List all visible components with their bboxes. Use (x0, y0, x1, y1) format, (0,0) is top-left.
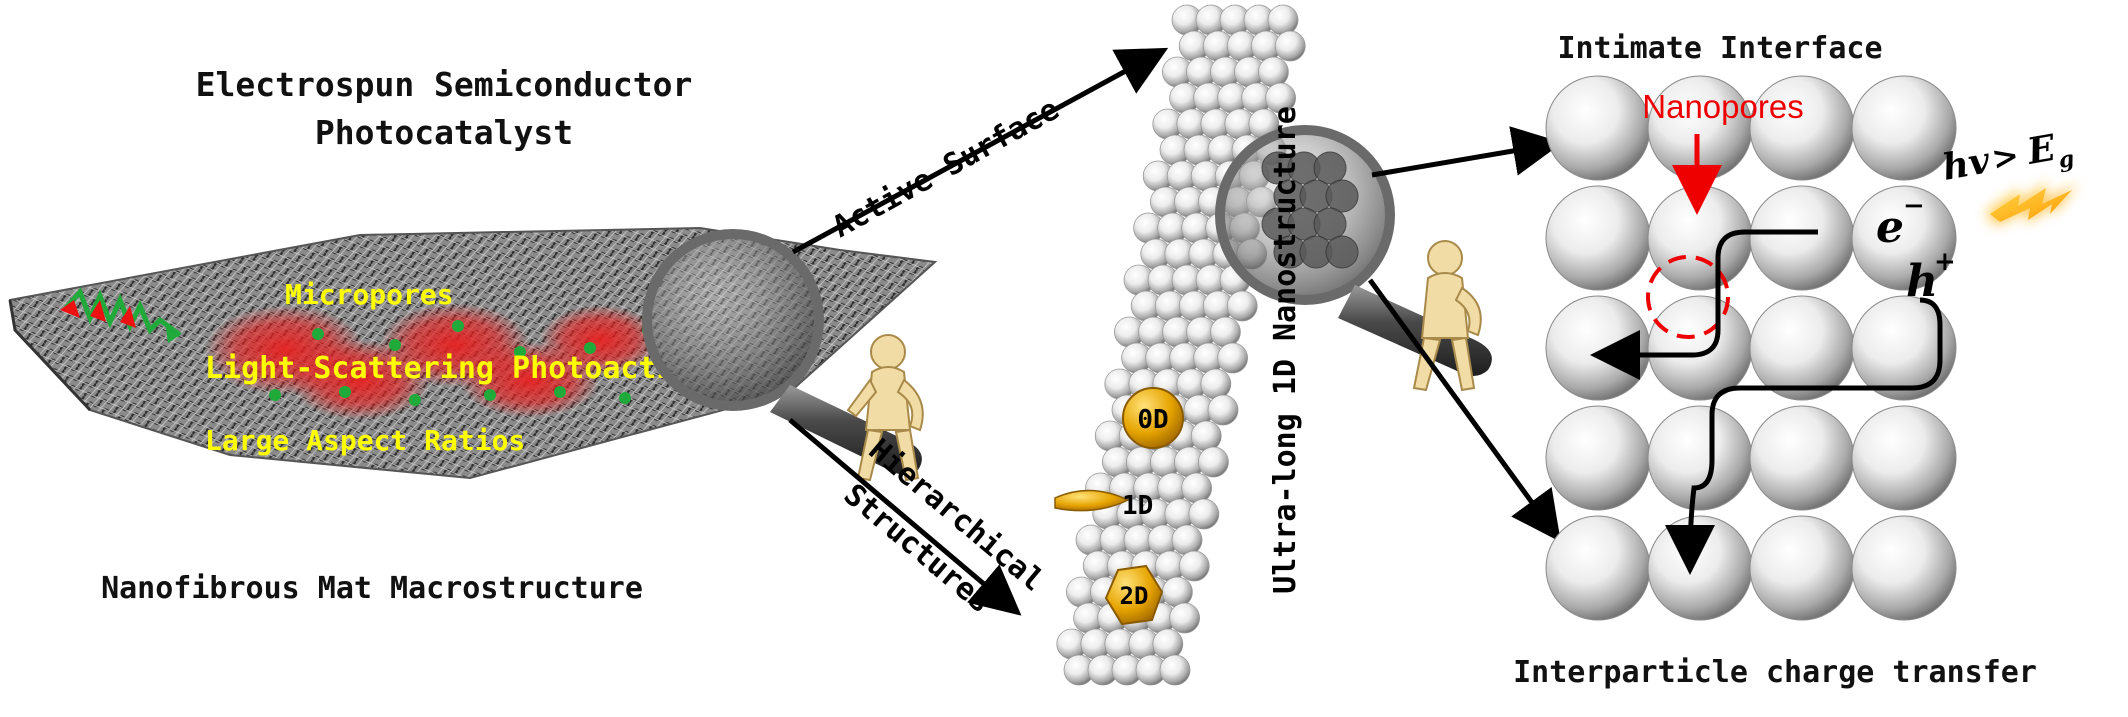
arrow-to-interface-top (1371, 126, 1563, 178)
particle (1851, 75, 1957, 181)
electron-label: e − (1876, 191, 1925, 253)
mat-edge (8, 299, 92, 412)
fiber-sphere (1198, 446, 1229, 478)
lightning-icon (1985, 182, 2078, 226)
fiber-sphere (1190, 420, 1222, 452)
svg-text:g: g (2057, 146, 2077, 174)
nanopore-dashed-circle (1646, 255, 1730, 339)
zoom-sphere (1325, 179, 1359, 213)
fiber-sphere (1162, 576, 1193, 608)
svg-text:0D: 0D (1137, 405, 1168, 435)
svg-text:h: h (1906, 256, 1938, 307)
figure-person-right-icon (1412, 240, 1482, 392)
label-ultra-long-nanostructure: Ultra-long 1D Nanostructure (1268, 106, 1303, 594)
scatter-dot (452, 320, 464, 332)
svg-text:+: + (1934, 247, 1956, 277)
particle (1749, 405, 1855, 511)
particle (1647, 295, 1753, 401)
particle (1647, 185, 1753, 291)
svg-text:1D: 1D (1122, 491, 1153, 521)
left-bottom-caption: Nanofibrous Mat Macrostructure (101, 571, 643, 606)
arrow-to-interface-bottom (1367, 278, 1561, 543)
left-title-line-1: Electrospun Semiconductor (196, 65, 693, 104)
fiber-sphere (1267, 4, 1299, 36)
scatter-dot (339, 386, 351, 398)
incident-light-wave-icon (60, 287, 182, 343)
badge-0d: 0D (1122, 387, 1184, 449)
light-scattering-glow (205, 303, 660, 420)
particle (1545, 405, 1651, 511)
svg-text:−: − (1903, 191, 1925, 221)
fiber-sphere (1159, 654, 1191, 686)
fiber-sphere (1265, 82, 1296, 114)
scatter-dot (389, 339, 401, 351)
fiber-sphere (1210, 316, 1241, 348)
scatter-dot (409, 394, 421, 406)
particle (1851, 515, 1957, 621)
fiber-sphere (1258, 56, 1289, 88)
particle (1749, 185, 1855, 291)
zoom-sphere (1313, 151, 1347, 185)
fiber-sphere (1217, 342, 1248, 374)
scatter-dot (619, 392, 631, 404)
scatter-dot (554, 386, 566, 398)
arrow-hierarchical (788, 418, 1022, 616)
particle-grid (1545, 75, 1957, 621)
particle (1545, 185, 1651, 291)
badge-2d: 2D (1104, 564, 1164, 626)
svg-text:e: e (1876, 202, 1904, 253)
particle (1749, 515, 1855, 621)
scatter-dot (514, 346, 526, 358)
label-active-surface: Active Surface (827, 92, 1065, 245)
figure-person-left-icon (846, 334, 924, 482)
particle (1545, 295, 1651, 401)
fiber-sphere (1152, 628, 1184, 660)
particle (1647, 515, 1753, 621)
magnifier-fiber-icon (1215, 125, 1492, 376)
particle (1851, 405, 1957, 511)
fiber-sphere (1207, 394, 1239, 426)
right-title: Intimate Interface (1557, 31, 1882, 66)
fiber-sphere (1169, 602, 1200, 634)
arrow-active-surface (791, 47, 1169, 255)
svg-text:2D: 2D (1120, 582, 1149, 610)
zoom-sphere (1325, 235, 1359, 269)
fiber-sphere (1178, 550, 1210, 582)
particle (1545, 75, 1651, 181)
hole-label: h + (1906, 247, 1956, 307)
fiber-sphere (1274, 30, 1306, 62)
fiber-sphere (1171, 524, 1203, 556)
svg-text:E: E (2023, 127, 2059, 173)
badge-1d: 1D (1054, 489, 1153, 521)
magnifier-left-icon (642, 229, 922, 475)
right-bottom-caption: Interparticle charge transfer (1513, 655, 2037, 690)
particle (1749, 295, 1855, 401)
hole-path (1665, 297, 1943, 575)
label-aspect-ratios: Large Aspect Ratios (205, 424, 525, 457)
particle (1851, 295, 1957, 401)
zoom-sphere (1313, 207, 1347, 241)
scattering-points (269, 320, 654, 406)
fiber-sphere (1200, 368, 1232, 400)
label-nanopores: Nanopores (1642, 88, 1803, 125)
fiber-sphere (1226, 290, 1258, 322)
svg-text:hv: hv (1939, 139, 1994, 189)
svg-text:>: > (1989, 136, 2022, 178)
particle (1545, 515, 1651, 621)
scatter-dot (584, 342, 596, 354)
scatter-dot (484, 389, 496, 401)
fiber-sphere (1181, 472, 1212, 504)
particle (1647, 405, 1753, 511)
left-title-line-2: Photocatalyst (315, 113, 573, 152)
photon-energy-label: hv > E g (1939, 127, 2076, 189)
fiber-sphere (1188, 498, 1220, 530)
scatter-dot (312, 328, 324, 340)
scatter-dot (269, 389, 281, 401)
particle (1851, 185, 1957, 291)
electron-path (1590, 229, 1818, 380)
label-micropores: Micropores (285, 278, 454, 311)
